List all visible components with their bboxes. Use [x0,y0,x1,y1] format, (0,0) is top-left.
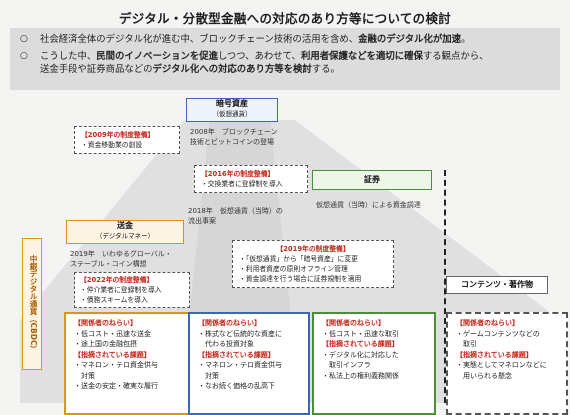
column-crypto: 【関係者のねらい】 ・株式など伝統的な資産に 代わる投資対象 【指摘されている課… [188,312,310,415]
intro-bullet-2: ○ こうした中、民間のイノベーションを促進しつつ、あわせて、利用者保護などを適切… [20,50,555,76]
col-remit-aim-1: ・低コスト・迅速な送金 [74,329,151,338]
col-remit-issue-heading: 【指摘されている課題】 [74,350,151,359]
crypto-subtitle: （仮想通貨） [212,110,252,118]
col-content-aim-1: ・ゲームコンテンツなどの [456,329,540,338]
remit-subtitle: （デジタルマネー） [95,232,155,240]
col-crypto-issue-1: ・マネロン・テロ資金供与 [198,361,282,369]
intro-b2-part-3: しつつ、あわせて、 [217,51,301,62]
reg-2019-item-1: ・「仮想通貨」から「暗号資産」に変更 [239,255,358,263]
col-content-aim-heading: 【関係者のねらい】 [456,319,519,327]
col-remit-aim-2: ・途上国の金融包摂 [74,340,137,348]
column-securities: 【関係者のねらい】 ・低コスト・迅速な取引 【指摘されている課題】 ・デジタル化… [312,312,436,415]
col-content-issue-1: ・実態としてマネロンなどに [456,361,547,369]
reg-2009-item: ・資金移動業の創設 [81,141,143,149]
note-2019: 2019年 いわゆるグローバル・ ステーブル・コイン構想 [70,250,172,268]
intro-b2-part-2: 民間のイノベーションを促進 [96,51,218,62]
col-crypto-issue-heading: 【指摘されている課題】 [198,350,275,359]
col-remit-issue-1: ・マネロン・テロ資金供与 [74,361,158,369]
crypto-header: 暗号資産 （仮想通貨） [186,98,278,122]
intro-b2-part-5: する観点から、 [422,51,489,62]
cbdc-vertical-label: 中銀デジタル通貨（CBDC） [22,238,42,370]
content-title: コンテンツ・著作物 [461,280,533,289]
intro-b1-part-1: 社会経済全体のデジタル化が進む中、ブロックチェーン技術の活用を含め、 [40,34,359,45]
reg-2019-item-3: ・資金調達を行う場合に証券規制を適用 [239,275,362,283]
col-sec-issue-3: ・私法上の権利義務関係 [322,371,399,380]
bullet-circle-icon: ○ [20,34,28,44]
reg-2022-heading: 【2022年の制度整備】 [80,276,154,284]
col-crypto-aim-heading: 【関係者のねらい】 [198,319,261,327]
col-content-issue-heading: 【指摘されている課題】 [456,350,533,359]
reg-2022-item-1: ・仲介業者に登録制を導入 [80,286,162,294]
intro-bullet-1: ○ 社会経済全体のデジタル化が進む中、ブロックチェーン技術の活用を含め、金融のデ… [20,33,555,46]
col-sec-issue-2: 取引インフラ [322,361,371,369]
intro-b2-part-6: 送金手段や証券商品などの [40,64,153,75]
col-sec-aim-1: ・低コスト・迅速な取引 [322,329,399,338]
intro-b1-part-3: 。 [461,34,471,45]
dashed-divider [444,170,446,403]
reg-2016-heading: 【2016年の制度整備】 [201,170,275,178]
note-2008: 2008年 ブロックチェーン 技術とビットコインの登場 [190,128,278,146]
col-crypto-issue-2: 対策 [198,371,219,380]
intro-panel: ○ 社会経済全体のデジタル化が進む中、ブロックチェーン技術の活用を含め、金融のデ… [10,28,560,90]
securities-note: 仮想通貨（当時）による資金調達 [316,201,421,209]
col-sec-issue-1: ・デジタル化に対応した [322,350,399,359]
reg-2019-heading: 【2019年の制度整備】 [276,245,350,253]
reg-2016-box: 【2016年の制度整備】 ・交換業者に登録制を導入 [194,165,308,193]
reg-2009-box: 【2009年の制度整備】 ・資金移動業の創設 [74,126,180,154]
remit-title: 送金 [117,221,133,230]
col-remit-aim-heading: 【関係者のねらい】 [74,319,137,327]
bullet-circle-icon: ○ [20,51,28,61]
intro-b2-part-1: こうした中、 [40,51,97,62]
col-remit-issue-2: 対策 [74,371,95,380]
crypto-title: 暗号資産 [216,99,248,108]
col-sec-issue-heading: 【指摘されている課題】 [322,340,399,348]
col-content-issue-2: 用いられる懸念 [456,371,512,380]
column-remit: 【関係者のねらい】 ・低コスト・迅速な送金 ・途上国の金融包摂 【指摘されている… [64,312,190,415]
intro-b1-part-2: 金融のデジタル化が加速 [358,34,462,45]
col-remit-issue-3: ・送金の安定・確実な履行 [74,382,158,390]
securities-header: 証券 [312,170,432,190]
column-content: 【関係者のねらい】 ・ゲームコンテンツなどの 取引 【指摘されている課題】 ・実… [446,312,568,415]
page-title: デジタル・分散型金融への対応のあり方等についての検討 [118,11,452,26]
reg-2009-heading: 【2009年の制度整備】 [81,131,155,139]
intro-b2-part-8: する。 [311,64,340,75]
note-2018: 2018年 仮想通貨（当時）の 流出事案 [188,207,283,225]
reg-2022-box: 【2022年の制度整備】 ・仲介業者に登録制を導入 ・債務スキームを導入 [74,272,190,308]
remit-header: 送金 （デジタルマネー） [66,220,184,244]
col-sec-aim-heading: 【関係者のねらい】 [322,319,385,327]
reg-2019-box: 【2019年の制度整備】 ・「仮想通貨」から「暗号資産」に変更 ・利用者資産の原… [232,240,394,288]
col-crypto-issue-3: ・なお続く価格の乱高下 [198,382,275,390]
reg-2022-item-2: ・債務スキームを導入 [80,296,148,304]
col-content-aim-2: 取引 [456,340,477,348]
content-header: コンテンツ・著作物 [446,276,548,294]
intro-b2-part-7: デジタル化への対応のあり方等を検討 [152,64,312,75]
reg-2016-item: ・交換業者に登録制を導入 [201,180,283,188]
securities-title: 証券 [364,175,380,184]
col-crypto-aim-2: 代わる投資対象 [198,340,254,348]
intro-b2-part-4: 利用者保護などを適切に確保 [300,51,423,62]
reg-2019-item-2: ・利用者資産の原則オフライン管理 [239,265,348,273]
col-crypto-aim-1: ・株式など伝統的な資産に [198,329,282,338]
